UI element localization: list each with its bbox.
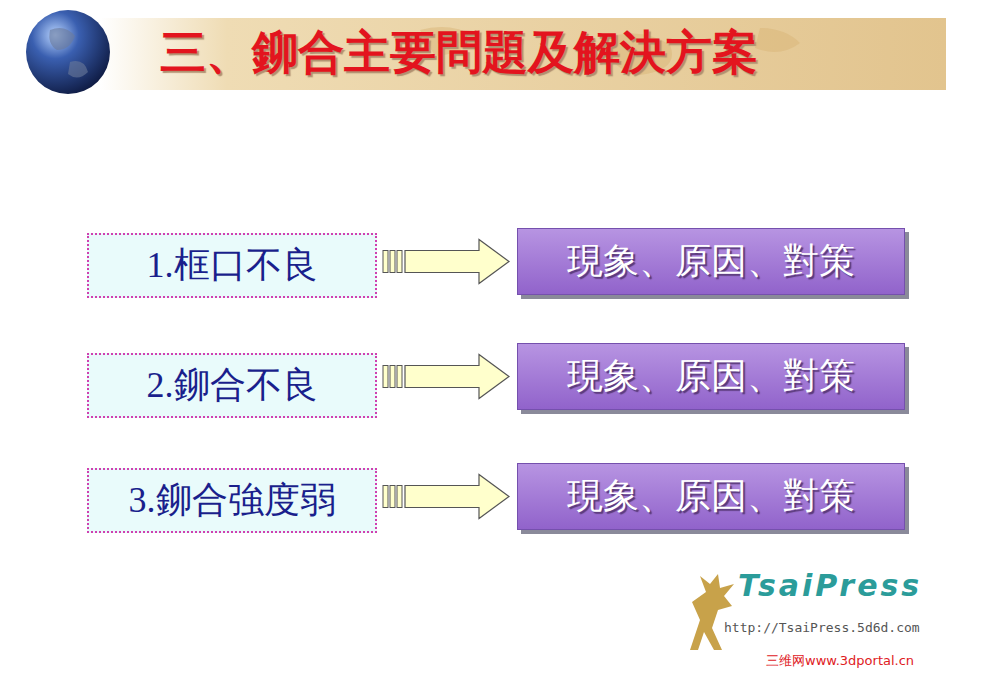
node-text: 現象、原因、對策 [567, 237, 855, 286]
logo-text: TsaiPress [738, 568, 922, 603]
problem-box: 3.鉚合強度弱 [87, 468, 377, 533]
node-text: 3.鉚合強度弱 [129, 476, 336, 525]
arrow-tail-bar [390, 251, 395, 273]
node-text: 現象、原因、對策 [567, 472, 855, 521]
arrow-tail-bar [397, 366, 402, 388]
arrow-tail-bar [390, 366, 395, 388]
arrow-tail-bar [397, 251, 402, 273]
title-bar [100, 18, 946, 90]
node-text: 2.鉚合不良 [147, 361, 318, 410]
problem-box: 1.框口不良 [87, 233, 377, 298]
arrow-tail-bar [383, 486, 388, 508]
watermark: 三维网www.3dportal.cn [766, 652, 914, 670]
logo-deer [690, 574, 734, 650]
node-text: 1.框口不良 [147, 241, 318, 290]
arrow-tail-bar [383, 366, 388, 388]
arrow-body [405, 475, 509, 519]
arrow-tail-bar [390, 486, 395, 508]
arrow-tail-bar [397, 486, 402, 508]
arrow-body [405, 355, 509, 399]
slide-title: 三、鉚合主要問題及解決方案 [160, 22, 758, 84]
solution-box: 現象、原因、對策 [517, 463, 905, 530]
logo-url: http://TsaiPress.5d6d.com [724, 620, 920, 635]
block-arrow [383, 240, 509, 284]
problem-box: 2.鉚合不良 [87, 353, 377, 418]
block-arrow [383, 475, 509, 519]
solution-box: 現象、原因、對策 [517, 228, 905, 295]
block-arrow [383, 355, 509, 399]
globe-land [49, 28, 88, 78]
solution-box: 現象、原因、對策 [517, 343, 905, 410]
arrow-tail-bar [383, 251, 388, 273]
arrow-body [405, 240, 509, 284]
globe [26, 10, 110, 94]
node-text: 現象、原因、對策 [567, 352, 855, 401]
